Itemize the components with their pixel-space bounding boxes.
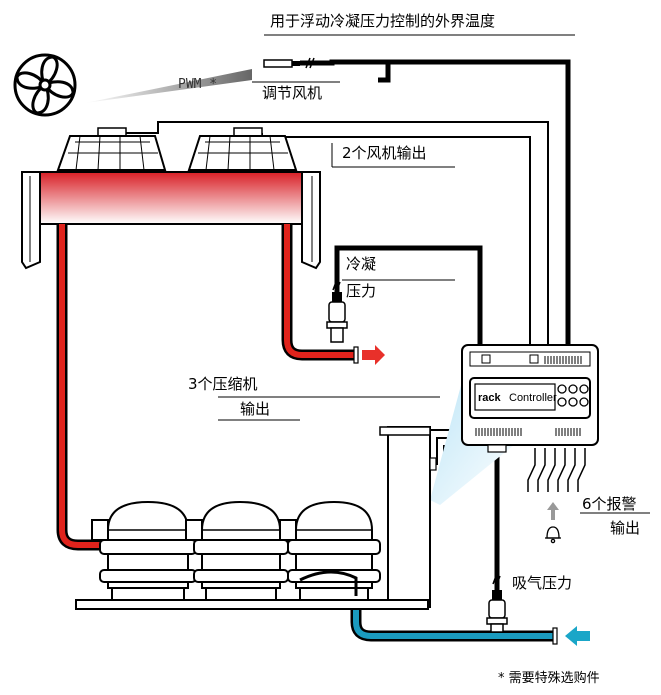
cond-pressure-label-line2: 压力: [346, 282, 377, 300]
compressor-2: [185, 500, 289, 601]
suction-pressure-label: 吸气压力: [512, 574, 573, 592]
condenser: [21, 127, 321, 270]
controller-brand-suffix: Controller: [509, 392, 557, 404]
external-temp-label: 用于浮动冷凝压力控制的外界温度: [270, 12, 496, 30]
controller-brand-prefix: rack: [478, 392, 502, 404]
cond-pressure-label-line1: 冷凝: [346, 255, 377, 273]
electrical-panel: [379, 426, 437, 608]
condensing-pressure-sensor: [326, 281, 348, 343]
bell-icon: [545, 526, 561, 544]
alarm-outputs-label-line2: 输出: [610, 519, 641, 537]
temperature-probe: [263, 57, 315, 69]
compressor-outputs-label-line1: 3个压缩机: [188, 375, 258, 393]
alarm-relay-wires: [527, 448, 586, 492]
pwm-label: PWM *: [178, 77, 218, 92]
label-leaders: [218, 34, 650, 514]
liquid-out-arrow: [362, 345, 385, 365]
compressors: [75, 500, 429, 610]
rack-controller: rack Controller: [461, 344, 599, 453]
suction-in-arrow: [565, 626, 590, 646]
controller-keypad: [557, 384, 589, 407]
suction-pressure-sensor: [486, 575, 508, 633]
condenser-fan-1: [56, 127, 167, 171]
footnote: * 需要特殊选购件: [498, 671, 600, 686]
alarm-up-arrow: [547, 502, 559, 520]
compressor-3: [279, 500, 381, 601]
hot-pipes: [56, 224, 355, 551]
cold-pipe: [350, 595, 555, 642]
compressor-1: [91, 500, 197, 601]
condenser-fan-2: [187, 127, 298, 171]
compressor-outputs-label-line2: 输出: [240, 400, 271, 418]
pwm-ramp: [85, 69, 252, 103]
fan-icon: [13, 53, 77, 117]
fan-outputs-label: 2个风机输出: [342, 144, 427, 162]
alarm-outputs-label-line1: 6个报警: [582, 495, 637, 513]
fan-regulation-label: 调节风机: [262, 84, 323, 102]
